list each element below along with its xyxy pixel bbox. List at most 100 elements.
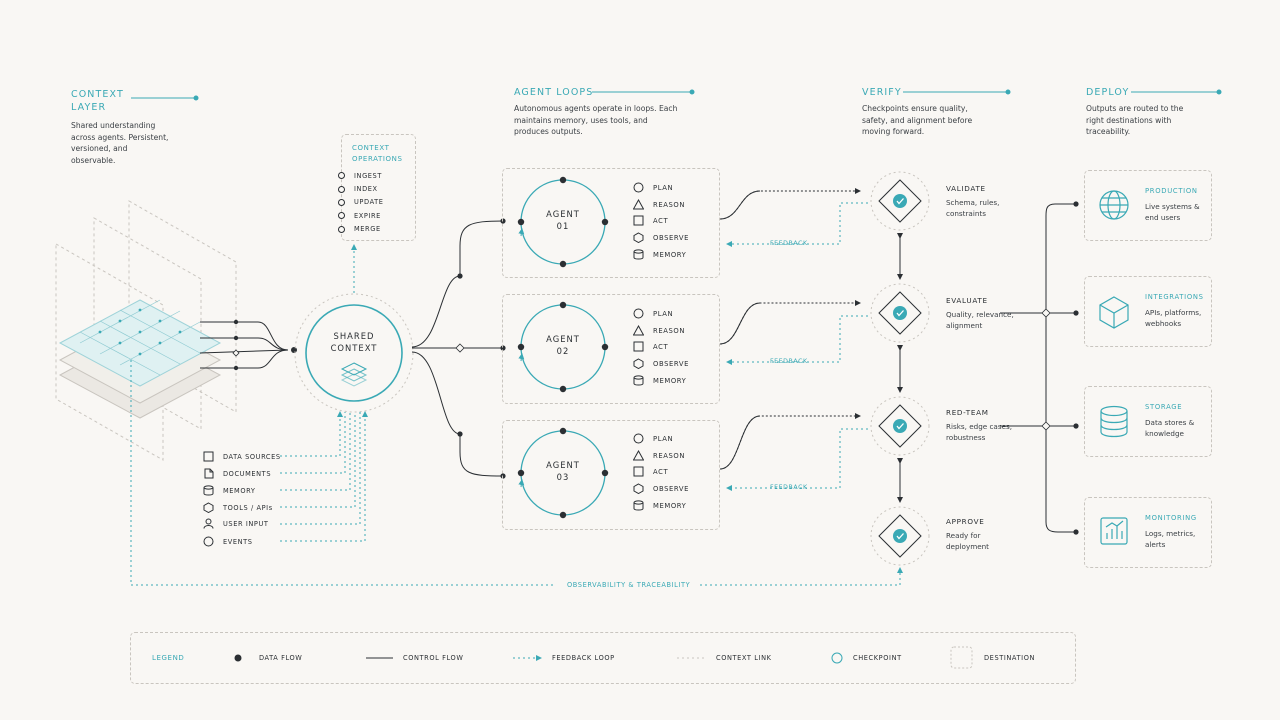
- observability-label: OBSERVABILITY & TRACEABILITY: [567, 581, 691, 589]
- source-item: DATA SOURCES: [203, 451, 281, 462]
- agents-to-verify-flow: [719, 188, 868, 491]
- context-op-item: INGEST: [338, 169, 384, 182]
- agent-step-memory: MEMORY: [633, 500, 686, 511]
- agent-01-label: AGENT 01: [546, 209, 580, 231]
- bullet-icon: [338, 198, 345, 206]
- context-operations-title: CONTEXT OPERATIONS: [352, 144, 403, 163]
- hexagon-icon: [633, 483, 644, 494]
- legend-glyphs: [234, 646, 973, 669]
- agent-box-01: [502, 168, 720, 278]
- source-links: [280, 411, 368, 542]
- destination-storage-desc: Data stores & knowledge: [1145, 418, 1195, 439]
- legend-context-link: CONTEXT LINK: [716, 654, 772, 662]
- agent-step-observe: OBSERVE: [633, 483, 689, 494]
- agent-step-plan: PLAN: [633, 308, 673, 319]
- square-icon: [203, 451, 214, 462]
- verify-desc: Checkpoints ensure quality, safety, and …: [862, 104, 973, 137]
- agent-step-act: ACT: [633, 215, 668, 226]
- shared-context-label: SHARED CONTEXT: [330, 331, 378, 353]
- agent-step-act: ACT: [633, 341, 668, 352]
- square-icon: [633, 341, 644, 352]
- agent-step-plan: PLAN: [633, 182, 673, 193]
- circle-icon: [633, 433, 644, 444]
- context-op-item: MERGE: [338, 223, 384, 236]
- circle-icon: [633, 182, 644, 193]
- context-layer-title: CONTEXT LAYER: [71, 89, 124, 113]
- triangle-icon: [633, 325, 644, 336]
- destination-integrations-title: INTEGRATIONS: [1145, 293, 1204, 301]
- feedback-label: FEEDBACK: [770, 240, 808, 247]
- agent-step-reason: REASON: [633, 450, 685, 461]
- source-item: USER INPUT: [203, 518, 269, 529]
- checkpoint-approve-desc: Ready for deployment: [946, 531, 989, 552]
- source-item: MEMORY: [203, 485, 256, 496]
- bullet-icon: [338, 172, 345, 180]
- layers-icon: [340, 362, 368, 387]
- bullet-icon: [338, 185, 345, 193]
- legend-control-flow: CONTROL FLOW: [403, 654, 464, 662]
- legend-data-flow: DATA FLOW: [259, 654, 303, 662]
- checkpoint-validate-desc: Schema, rules, constraints: [946, 198, 1000, 219]
- destination-production-title: PRODUCTION: [1145, 187, 1198, 195]
- hexagon-icon: [203, 502, 214, 513]
- cylinder-icon: [203, 485, 214, 496]
- context-op-item: INDEX: [338, 182, 384, 195]
- circle-icon: [203, 536, 214, 547]
- cube-icon: [1099, 296, 1129, 329]
- hexagon-icon: [633, 232, 644, 243]
- checkpoint-redteam-title: RED-TEAM: [946, 408, 989, 417]
- legend-checkpoint: CHECKPOINT: [853, 654, 902, 662]
- agent-step-act: ACT: [633, 466, 668, 477]
- destination-integrations: [1084, 276, 1212, 347]
- destination-integrations-desc: APIs, platforms, webhooks: [1145, 308, 1202, 329]
- cylinder-icon: [633, 375, 644, 386]
- agent-step-observe: OBSERVE: [633, 358, 689, 369]
- context-operations-list: INGEST INDEX UPDATE EXPIRE MERGE: [338, 169, 384, 236]
- agent-step-memory: MEMORY: [633, 375, 686, 386]
- checkpoint-validate-title: VALIDATE: [946, 184, 986, 193]
- source-item: EVENTS: [203, 536, 253, 547]
- context-to-shared-flow: [199, 321, 289, 369]
- destination-monitoring: [1084, 497, 1212, 568]
- destination-storage-title: STORAGE: [1145, 403, 1183, 411]
- source-item: TOOLS / APIs: [203, 502, 273, 513]
- agent-step-observe: OBSERVE: [633, 232, 689, 243]
- section-underlines: [131, 89, 1222, 101]
- bullet-icon: [338, 212, 345, 220]
- destination-monitoring-title: MONITORING: [1145, 514, 1197, 522]
- agent-loop-01: [517, 176, 609, 268]
- context-layer-stack: [55, 200, 237, 461]
- square-icon: [633, 215, 644, 226]
- agent-loops-title: AGENT LOOPS: [514, 87, 594, 98]
- chart-icon: [1100, 517, 1128, 545]
- cylinder-icon: [633, 249, 644, 260]
- cylinder-icon: [633, 500, 644, 511]
- agent-03-label: AGENT 03: [546, 460, 580, 482]
- verify-title: VERIFY: [862, 87, 902, 98]
- agent-step-reason: REASON: [633, 325, 685, 336]
- user-icon: [203, 518, 214, 529]
- agent-step-memory: MEMORY: [633, 249, 686, 260]
- square-icon: [633, 466, 644, 477]
- globe-icon: [1099, 190, 1129, 220]
- legend-title: LEGEND: [152, 654, 185, 662]
- checkpoint-evaluate-title: EVALUATE: [946, 296, 988, 305]
- agent-loop-02: [517, 301, 609, 393]
- agent-box-03: [502, 420, 720, 530]
- legend-destination: DESTINATION: [984, 654, 1036, 662]
- database-icon: [1100, 405, 1128, 438]
- triangle-icon: [633, 199, 644, 210]
- destination-storage: [1084, 386, 1212, 457]
- hexagon-icon: [633, 358, 644, 369]
- destination-production: [1084, 170, 1212, 241]
- agent-loops-desc: Autonomous agents operate in loops. Each…: [514, 104, 678, 137]
- context-op-item: EXPIRE: [338, 209, 384, 222]
- feedback-label: FEEDBACK: [770, 358, 808, 365]
- destination-production-desc: Live systems & end users: [1145, 202, 1200, 223]
- circle-icon: [633, 308, 644, 319]
- deploy-desc: Outputs are routed to the right destinat…: [1086, 104, 1184, 137]
- context-layer-desc: Shared understanding across agents. Pers…: [71, 121, 169, 165]
- context-operations-box: CONTEXT OPERATIONS INGEST INDEX UPDATE E…: [338, 134, 416, 241]
- agent-step-reason: REASON: [633, 199, 685, 210]
- verify-to-deploy-flow: [1000, 203, 1075, 533]
